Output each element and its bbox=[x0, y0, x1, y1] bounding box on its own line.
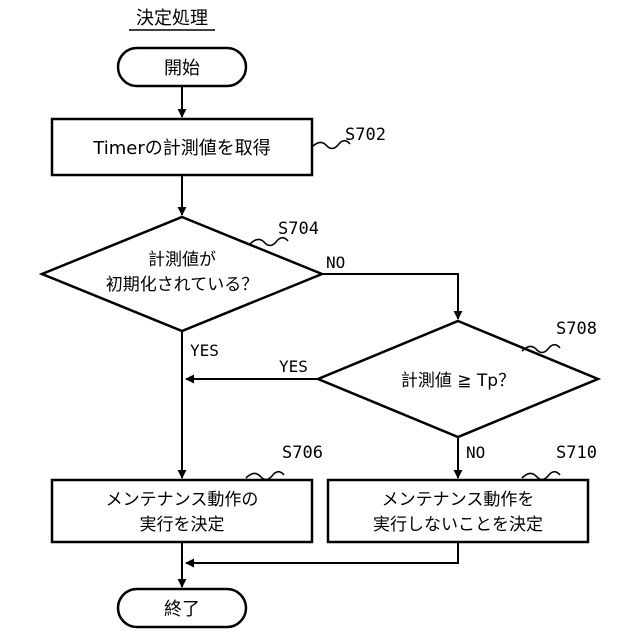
process-s710-line2: 実行しないことを決定 bbox=[373, 515, 543, 535]
start-label: 開始 bbox=[164, 58, 200, 79]
process-s706-line2: 実行を決定 bbox=[140, 515, 225, 535]
branch-label-s704-yes: YES bbox=[190, 341, 219, 360]
ref-label-s710: S710 bbox=[556, 443, 597, 463]
process-s706: メンテナンス動作の 実行を決定 bbox=[52, 480, 312, 542]
end-terminator: 終了 bbox=[118, 589, 246, 627]
connector-s704-no-to-s708 bbox=[322, 274, 458, 319]
flowchart-title: 決定処理 bbox=[136, 8, 208, 29]
process-s706-line1: メンテナンス動作の bbox=[106, 490, 259, 510]
process-s702: Timerの計測値を取得 bbox=[52, 119, 312, 175]
ref-leader-s710 bbox=[522, 472, 560, 480]
ref-label-s702: S702 bbox=[345, 125, 386, 145]
process-s702-label: Timerの計測値を取得 bbox=[92, 138, 270, 159]
decision-s704-line2: 初期化されている？ bbox=[106, 275, 259, 295]
ref-label-s708: S708 bbox=[556, 319, 597, 339]
branch-label-s708-no: NO bbox=[466, 443, 485, 462]
ref-label-s706: S706 bbox=[282, 443, 323, 463]
ref-leader-s706 bbox=[246, 472, 284, 480]
branch-label-s704-no: NO bbox=[326, 253, 345, 272]
process-s710-line1: メンテナンス動作を bbox=[382, 490, 535, 510]
decision-s704-line1: 計測値が bbox=[148, 250, 216, 270]
connector-s710-to-merge bbox=[186, 542, 458, 563]
decision-s708-label: 計測値 ≧ Tp？ bbox=[401, 371, 515, 391]
start-terminator: 開始 bbox=[118, 48, 246, 86]
end-label: 終了 bbox=[164, 599, 200, 620]
ref-label-s704: S704 bbox=[278, 219, 319, 239]
branch-label-s708-yes: YES bbox=[279, 357, 308, 376]
process-s710: メンテナンス動作を 実行しないことを決定 bbox=[328, 480, 588, 542]
